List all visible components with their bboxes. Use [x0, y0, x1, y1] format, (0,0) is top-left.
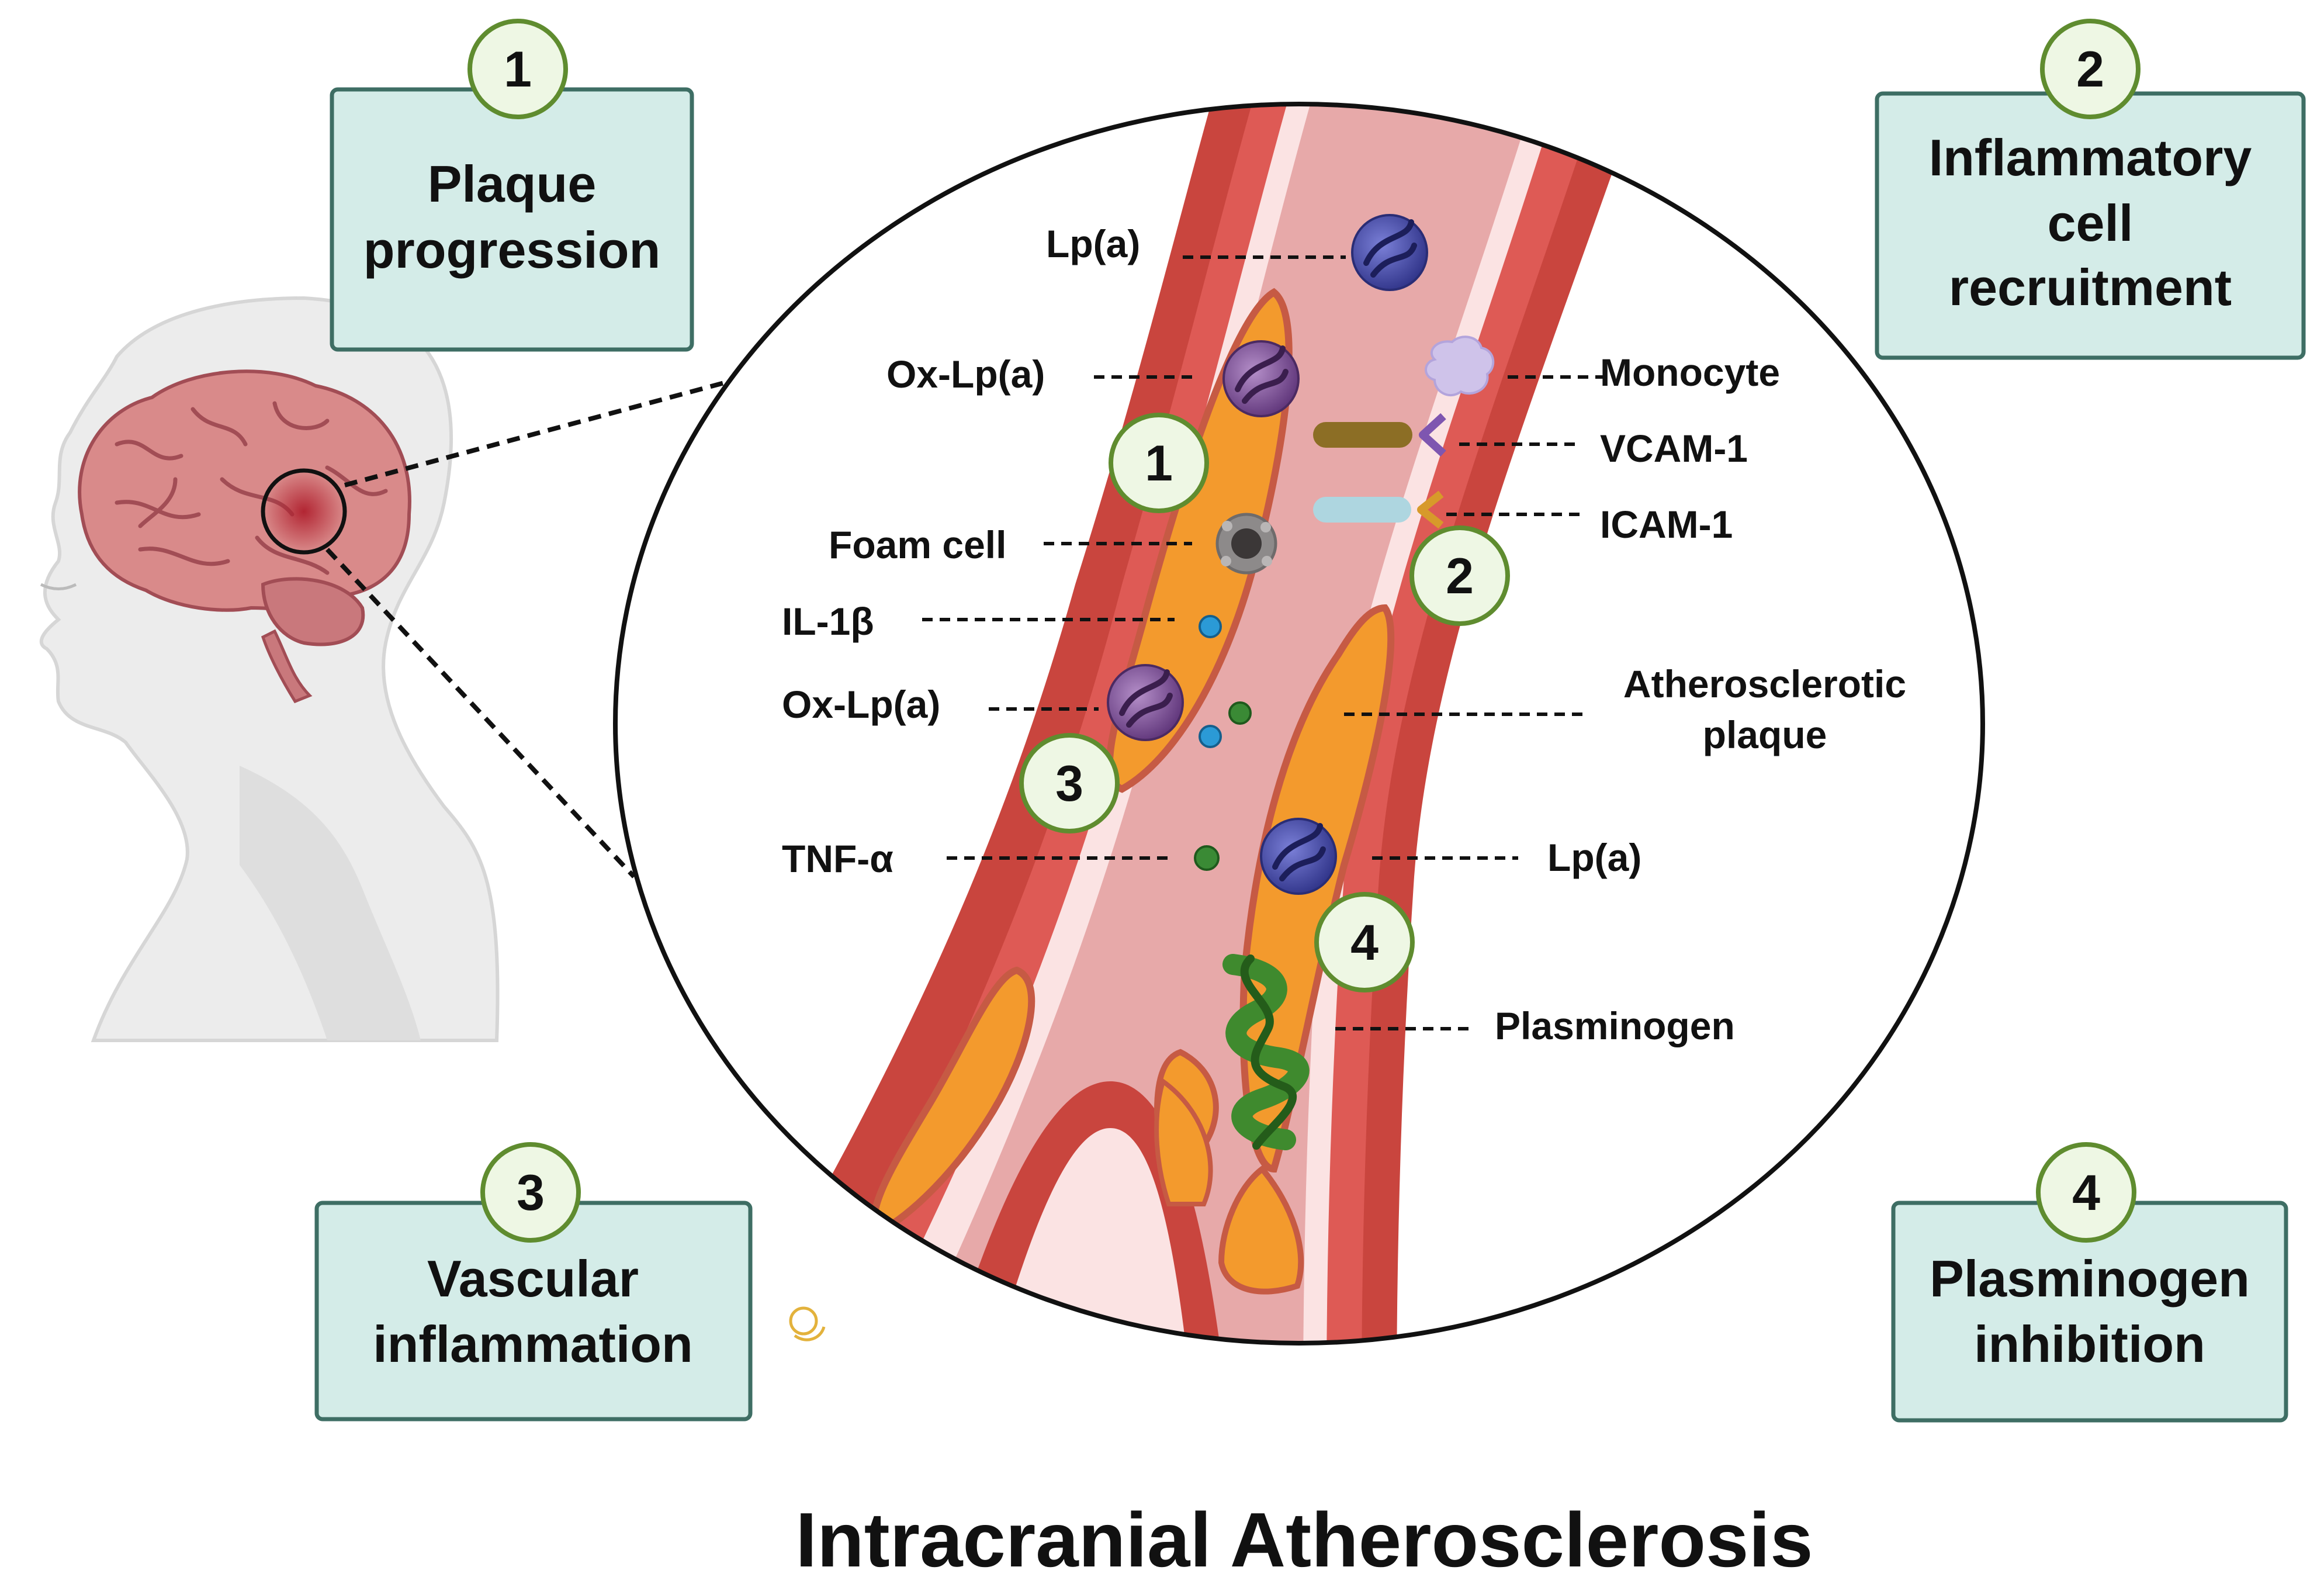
box-2-line1: Inflammatory — [1929, 129, 2252, 186]
label-icam: ICAM-1 — [1600, 503, 1733, 546]
box-4-line1: Plasminogen — [1930, 1250, 2250, 1308]
monocyte-cell — [1425, 336, 1495, 396]
oxlpa-particle-mid — [1107, 664, 1184, 741]
box-3-number: 3 — [517, 1165, 545, 1221]
il1b-molecule — [1199, 615, 1222, 638]
il1b-molecule-lower — [1199, 725, 1222, 748]
main-title: Intracranial Atherosclerosis — [795, 1497, 1813, 1583]
zoom-line-bottom — [325, 548, 636, 878]
neck-shadow — [240, 766, 421, 1040]
cerebellum — [261, 577, 365, 646]
plasminogen-helix — [1222, 954, 1310, 1150]
icam-ligand — [1417, 490, 1444, 529]
label-lpa-top: Lp(a) — [1046, 222, 1140, 265]
box-1-number: 1 — [504, 41, 532, 98]
label-monocyte: Monocyte — [1600, 351, 1780, 394]
vessel-badge-1: 1 — [1109, 413, 1209, 513]
icam-receptor — [1313, 497, 1411, 523]
box-inflammatory-cell-recruitment: 2 Inflammatory cell recruitment — [1875, 19, 2306, 360]
label-plasminogen: Plasminogen — [1495, 1004, 1735, 1047]
brain-folds — [115, 401, 388, 575]
label-lpa-bottom: Lp(a) — [1547, 836, 1641, 879]
zoom-circle — [261, 468, 347, 555]
oxlpa-particle-top — [1222, 340, 1300, 417]
head-illustration — [39, 296, 500, 1042]
label-tnf: TNF-α — [782, 837, 893, 880]
tnf-molecule-upper — [1228, 701, 1252, 725]
vessel-badge-4-number: 4 — [1350, 915, 1379, 971]
vessel-badge-4: 4 — [1314, 892, 1415, 992]
box-1-line2: progression — [363, 221, 661, 279]
vessel-badge-2: 2 — [1409, 525, 1510, 626]
label-atherosclerotic-line1: Atherosclerotic — [1623, 662, 1906, 705]
label-oxlpa-mid: Ox-Lp(a) — [782, 683, 940, 726]
label-vcam: VCAM-1 — [1600, 427, 1748, 470]
watermark-icon — [789, 1306, 826, 1341]
box-1-line1: Plaque — [428, 155, 597, 213]
closed-eye — [40, 583, 77, 590]
vessel-badge-1-number: 1 — [1145, 435, 1173, 492]
zoom-line-top — [344, 376, 740, 487]
label-il1b: IL-1β — [782, 600, 874, 643]
plasminogen-helix-strand — [1240, 954, 1297, 1150]
leader-lines — [922, 255, 1613, 1030]
box-4-number: 4 — [2072, 1165, 2100, 1221]
artery-illustration — [701, 104, 1642, 1343]
box-4-line2: inhibition — [1974, 1315, 2205, 1373]
box-plasminogen-inhibition: 4 Plasminogen inhibition — [1891, 1142, 2288, 1423]
foam-cell-icon — [1215, 513, 1277, 575]
plaque-lower-bottom — [1218, 1165, 1304, 1295]
brainstem — [261, 629, 313, 704]
label-oxlpa-top: Ox-Lp(a) — [886, 352, 1045, 396]
box-vascular-inflammation: 3 Vascular inflammation — [314, 1142, 753, 1421]
box-3-line2: inflammation — [373, 1315, 693, 1373]
vcam-ligand — [1419, 413, 1446, 457]
box-2-line2: cell — [2048, 194, 2133, 252]
box-2-line3: recruitment — [1949, 258, 2232, 316]
box-plaque-progression: 1 Plaque progression — [330, 19, 694, 352]
plaque-lower-branch — [1154, 1077, 1213, 1206]
vessel-badge-3-number: 3 — [1055, 756, 1083, 812]
lpa-particle-top — [1351, 214, 1428, 291]
tnf-molecule — [1194, 845, 1220, 871]
label-atherosclerotic-line2: plaque — [1703, 713, 1827, 756]
lpa-particle-bottom — [1260, 818, 1337, 895]
label-foam-cell: Foam cell — [829, 523, 1006, 566]
vessel-badge-2-number: 2 — [1446, 548, 1474, 604]
magnified-oval-border — [613, 102, 1985, 1346]
box-2-number: 2 — [2076, 41, 2104, 98]
vessel-badge-3: 3 — [1019, 733, 1120, 833]
box-3-line1: Vascular — [427, 1250, 639, 1308]
vcam-receptor — [1313, 422, 1412, 448]
lesion-spot — [263, 471, 345, 552]
